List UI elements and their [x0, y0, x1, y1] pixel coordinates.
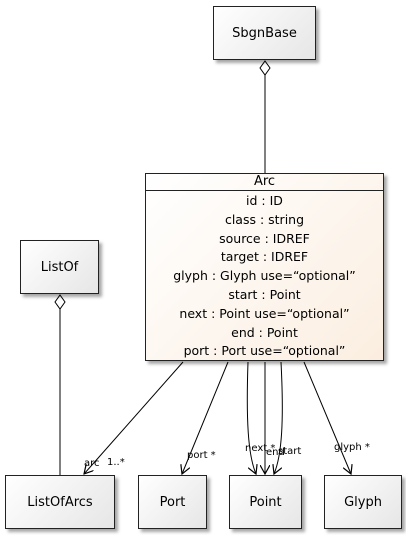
class-glyph[interactable]: Glyph: [324, 475, 402, 529]
class-listof[interactable]: ListOf: [20, 240, 99, 294]
attribute-start: start : Point: [228, 286, 301, 302]
attribute-next: next : Point use=“optional”: [179, 305, 350, 321]
class-port-label: Port: [159, 494, 186, 510]
class-arc-title: Arc: [146, 174, 383, 191]
listof-diamond: [54, 294, 66, 310]
arc-to-port-edge: [182, 361, 229, 474]
class-point-label: Point: [249, 494, 282, 510]
edge-label-end: end: [266, 447, 285, 458]
class-sbgnbase[interactable]: SbgnBase: [213, 6, 316, 60]
edge-label-arc-multiplicity: 1..*: [107, 457, 125, 468]
edge-label-start: start: [278, 446, 302, 457]
edge-label-next: next *: [245, 443, 276, 454]
edge-label-port: port *: [187, 450, 216, 461]
attribute-port: port : Port use=“optional”: [183, 343, 346, 359]
class-listofarcs-label: ListOfArcs: [27, 494, 93, 510]
arc-to-point-start-edge: [274, 361, 283, 474]
class-point[interactable]: Point: [229, 475, 302, 529]
attribute-glyph: glyph : Glyph use=“optional”: [173, 268, 356, 284]
sbgnbase-diamond: [259, 60, 271, 76]
class-port[interactable]: Port: [138, 475, 207, 529]
attribute-end: end : Point: [231, 324, 298, 340]
class-listof-label: ListOf: [40, 259, 79, 275]
class-arc[interactable]: Arc id : ID class : string source : IDRE…: [145, 173, 384, 361]
edge-label-arc: arc: [84, 458, 100, 469]
edge-label-glyph: glyph *: [334, 442, 370, 453]
attribute-class: class : string: [224, 211, 305, 227]
arc-to-listofarcs-edge: [84, 361, 184, 474]
arc-to-glyph-edge: [303, 361, 351, 474]
attribute-target: target : IDREF: [220, 249, 309, 265]
attribute-id: id : ID: [246, 193, 283, 208]
class-glyph-label: Glyph: [344, 494, 382, 510]
class-listofarcs[interactable]: ListOfArcs: [5, 475, 115, 529]
class-arc-attributes: id : ID class : string source : IDREF ta…: [146, 191, 383, 361]
attribute-source: source : IDREF: [219, 230, 310, 246]
arc-to-point-next-edge: [246, 361, 256, 474]
class-sbgnbase-label: SbgnBase: [232, 25, 297, 41]
